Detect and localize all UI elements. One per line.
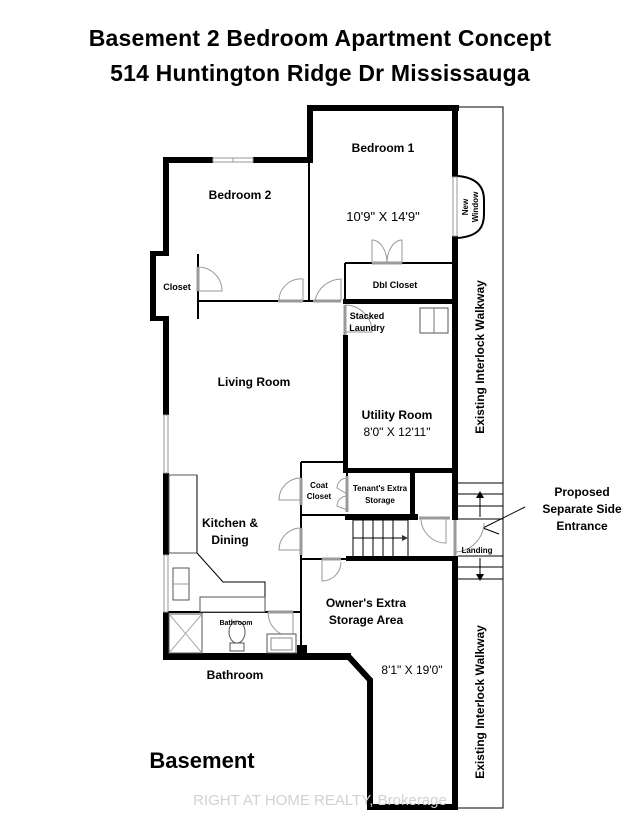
label-tenant-storage-1: Tenant's Extra [353, 484, 408, 493]
label-landing: Landing [461, 546, 492, 555]
lower-counter [199, 596, 266, 613]
toilet-tank [229, 642, 245, 652]
window-new [452, 176, 458, 237]
label-coat-closet-2: Closet [307, 492, 332, 501]
bathroom-vanity [266, 633, 297, 654]
door-hall-kitchen [278, 527, 302, 551]
label-utility-room: Utility Room [362, 408, 433, 422]
label-dbl-closet: Dbl Closet [373, 280, 418, 290]
label-new-window-1: New [461, 198, 470, 215]
label-laundry-1: Stacked [350, 311, 385, 321]
door-owner-storage [321, 559, 342, 582]
exterior-stairs [458, 482, 503, 581]
plan-address: 514 Huntington Ridge Dr Mississauga [110, 60, 530, 86]
door-dbl-closet-left [371, 239, 388, 264]
label-new-window-2: Window [471, 191, 480, 222]
stairs-arrow-icon [402, 535, 408, 541]
door-laundry [344, 304, 373, 333]
doors [196, 239, 485, 638]
label-bathroom-inner: Bathroom [219, 620, 252, 627]
window-kitchen [163, 554, 169, 613]
arrow-down-icon [476, 574, 484, 581]
dim-owner-storage: 8'1" X 19'0" [381, 663, 442, 677]
label-tenant-storage-2: Storage [365, 496, 395, 505]
label-owner-storage-2: Storage Area [329, 613, 404, 627]
label-kitchen-1: Kitchen & [202, 516, 258, 530]
label-laundry-2: Laundry [349, 323, 385, 333]
door-side-entrance [454, 522, 485, 553]
label-bedroom2: Bedroom 2 [209, 188, 272, 202]
floor-label: Basement [149, 748, 255, 773]
label-living-room: Living Room [218, 375, 291, 389]
fridge-counter [168, 474, 198, 554]
label-entrance-3: Entrance [556, 519, 608, 533]
dim-bedroom1: 10'9" X 14'9" [346, 209, 420, 224]
walls [150, 105, 459, 810]
label-walkway-lower: Existing Interlock Walkway [473, 625, 487, 779]
label-entrance-2: Separate Side [542, 502, 622, 516]
plan-title: Basement 2 Bedroom Apartment Concept [88, 25, 552, 51]
door-bedroom2 [278, 278, 304, 302]
watermark: RIGHT AT HOME REALTY, Brokerage [193, 792, 447, 809]
door-tenant-storage [336, 477, 348, 511]
dim-utility-room: 8'0" X 12'11" [364, 425, 431, 439]
label-kitchen-2: Dining [211, 533, 248, 547]
door-coat-closet [278, 477, 302, 501]
door-bedroom1 [314, 278, 342, 302]
label-bathroom: Bathroom [207, 668, 264, 682]
window-living [163, 414, 169, 474]
label-closet: Closet [163, 282, 191, 292]
door-dbl-closet-right [386, 239, 403, 264]
entrance-pointer [482, 506, 526, 535]
label-coat-closet-1: Coat [310, 481, 328, 490]
door-closet [197, 266, 223, 292]
label-bedroom1: Bedroom 1 [352, 141, 415, 155]
interior-stairs [352, 519, 409, 558]
arrow-up-icon [476, 491, 484, 498]
label-owner-storage-1: Owner's Extra [326, 596, 407, 610]
new-window-bay [457, 175, 485, 239]
interior-walls [167, 160, 453, 655]
fixtures [168, 307, 449, 654]
label-entrance-1: Proposed [554, 485, 609, 499]
kitchen-counter [196, 475, 266, 597]
label-walkway-upper: Existing Interlock Walkway [473, 280, 487, 434]
windows [163, 157, 485, 613]
door-small-room [420, 517, 447, 544]
door-bathroom [267, 611, 294, 638]
